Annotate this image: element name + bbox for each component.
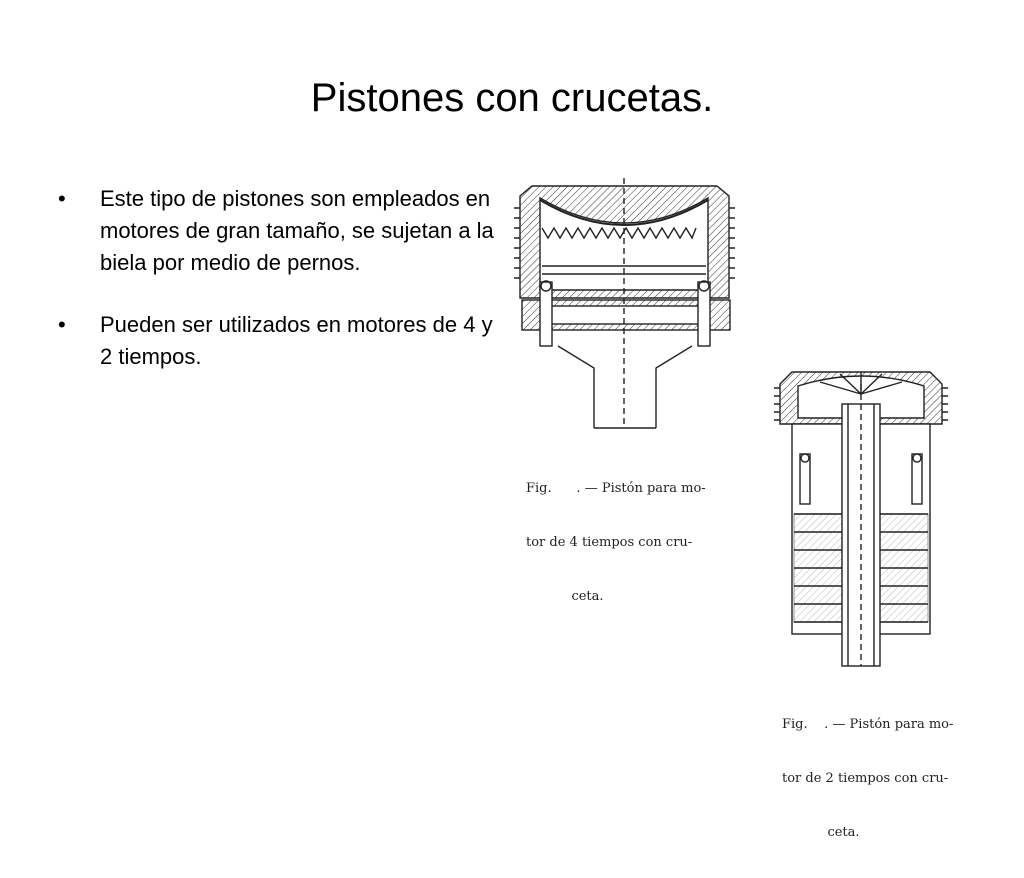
caption-line: tor de 2 tiempos con cru- (782, 771, 949, 786)
bullet-symbol: • (58, 312, 66, 337)
two-stroke-piston-figure: Fig. . — Pistón para mo- tor de 2 tiempo… (760, 364, 966, 840)
caption-line: ceta. (526, 589, 604, 604)
slide-title: Pistones con crucetas. (310, 76, 714, 120)
four-stroke-piston-drawing (514, 178, 735, 429)
caption-line: Fig. . — Pistón para mo- (526, 481, 706, 496)
two-stroke-piston-drawing (774, 371, 948, 667)
bullet-list: • Este tipo de pistones son empleados en… (58, 183, 498, 403)
caption-line: tor de 4 tiempos con cru- (526, 535, 693, 550)
four-stroke-piston-figure: Fig. . — Pistón para mo- tor de 4 tiempo… (512, 178, 748, 604)
bullet-item: • Este tipo de pistones son empleados en… (58, 183, 498, 279)
slide: Pistones con crucetas. • Este tipo de pi… (58, 76, 966, 840)
four-stroke-figure-caption: Fig. . — Pistón para mo- tor de 4 tiempo… (526, 444, 706, 642)
bullet-text: Pueden ser utilizados en motores de 4 y … (100, 312, 493, 369)
bullet-symbol: • (58, 186, 66, 211)
bullet-item: • Pueden ser utilizados en motores de 4 … (58, 309, 498, 373)
two-stroke-figure-caption: Fig. . — Pistón para mo- tor de 2 tiempo… (782, 680, 953, 878)
bullet-text: Este tipo de pistones son empleados en m… (100, 186, 494, 275)
caption-line: Fig. . — Pistón para mo- (782, 717, 954, 732)
caption-line: ceta. (782, 825, 860, 840)
